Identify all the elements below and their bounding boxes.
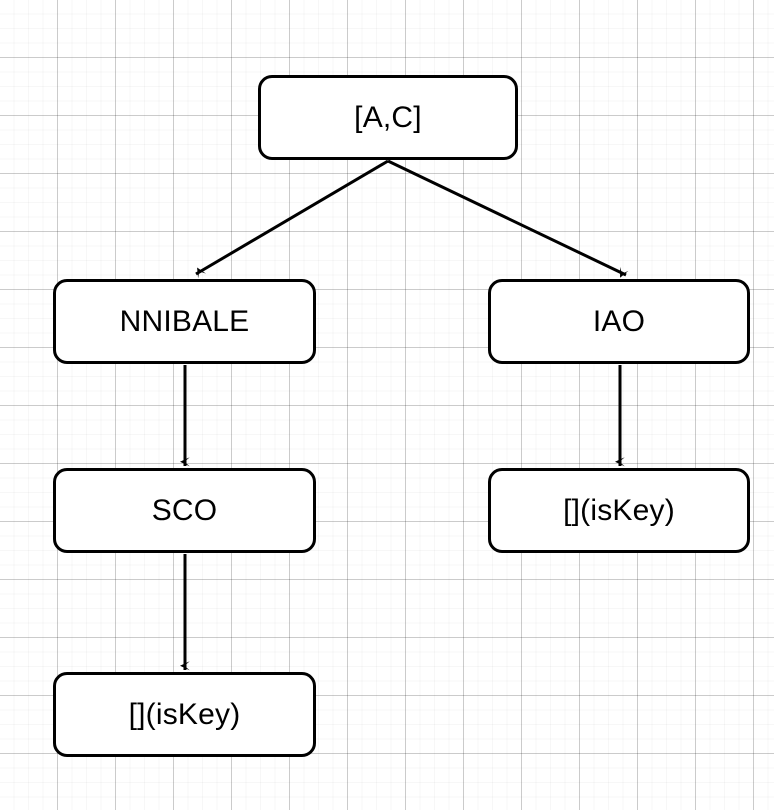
node-label: [A,C] — [354, 100, 422, 134]
edge-root-to-nnibale — [195, 159, 389, 279]
node-label: [](isKey) — [563, 493, 675, 527]
node-iskey-left[interactable]: [](isKey) — [53, 672, 316, 757]
node-iskey-right[interactable]: [](isKey) — [488, 468, 750, 553]
node-nnibale[interactable]: NNIBALE — [53, 279, 316, 364]
node-label: [](isKey) — [128, 697, 241, 731]
edge-root-to-iao — [387, 159, 629, 278]
node-label: NNIBALE — [119, 304, 250, 338]
node-label: IAO — [592, 304, 646, 338]
node-root[interactable]: [A,C] — [258, 75, 518, 160]
node-sco[interactable]: SCO — [53, 468, 316, 553]
node-label: SCO — [151, 493, 218, 527]
node-iao[interactable]: IAO — [488, 279, 750, 364]
